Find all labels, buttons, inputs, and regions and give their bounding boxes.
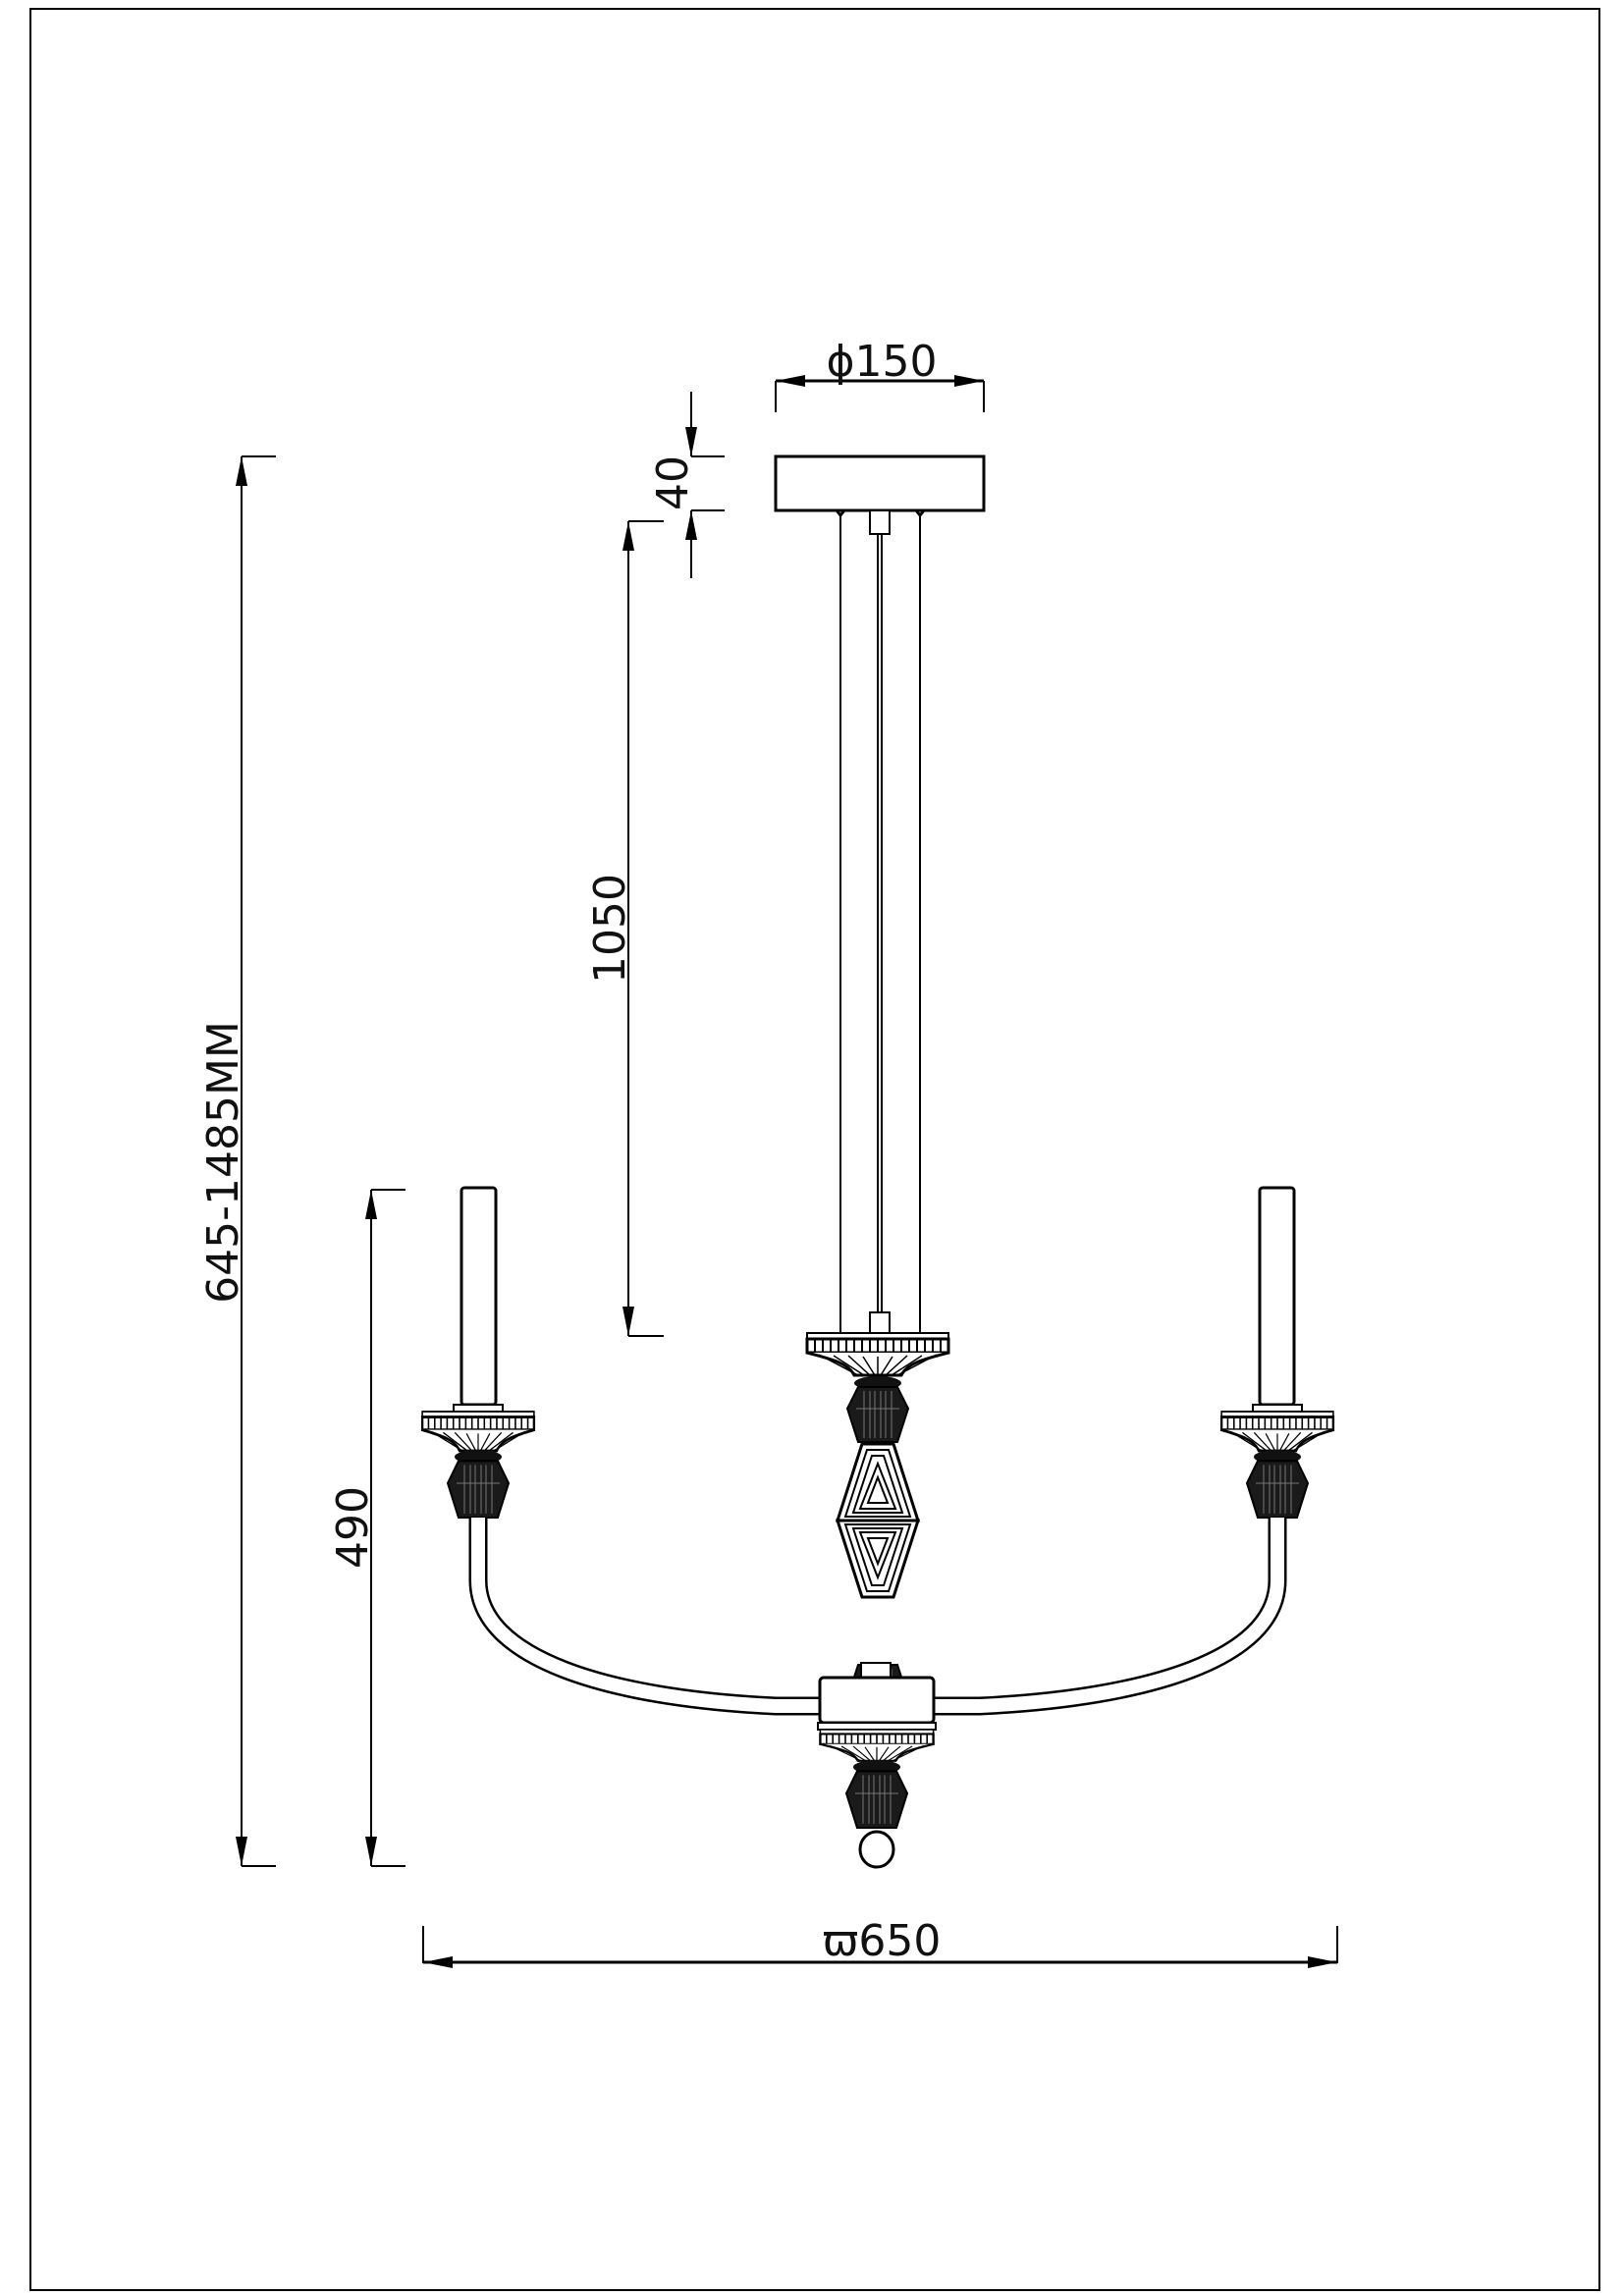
dim-canopy-height: 40 xyxy=(648,392,725,578)
overall-diameter-label: ϖ650 xyxy=(823,1916,942,1966)
dim-rod-length: 1050 xyxy=(585,520,664,1337)
body-height-label: 490 xyxy=(328,1486,378,1569)
right-arm xyxy=(935,1188,1333,1706)
dim-body-height: 490 xyxy=(328,1189,406,1867)
rod-length-label: 1050 xyxy=(585,874,635,984)
hub-and-finial xyxy=(817,1676,937,1869)
dim-canopy-diameter: ϕ150 xyxy=(775,337,985,412)
dim-overall-diameter: ϖ650 xyxy=(422,1916,1338,1968)
suspension-rods xyxy=(839,515,921,1334)
central-column xyxy=(805,1331,950,1732)
canopy-height-label: 40 xyxy=(648,455,698,510)
left-arm xyxy=(422,1188,821,1706)
sheet-border xyxy=(29,8,1600,2291)
dim-overall-height: 645-1485MM xyxy=(198,455,276,1867)
overall-height-label: 645-1485MM xyxy=(198,1021,248,1304)
ceiling-canopy xyxy=(774,454,986,535)
canopy-diameter-label: ϕ150 xyxy=(826,337,937,387)
